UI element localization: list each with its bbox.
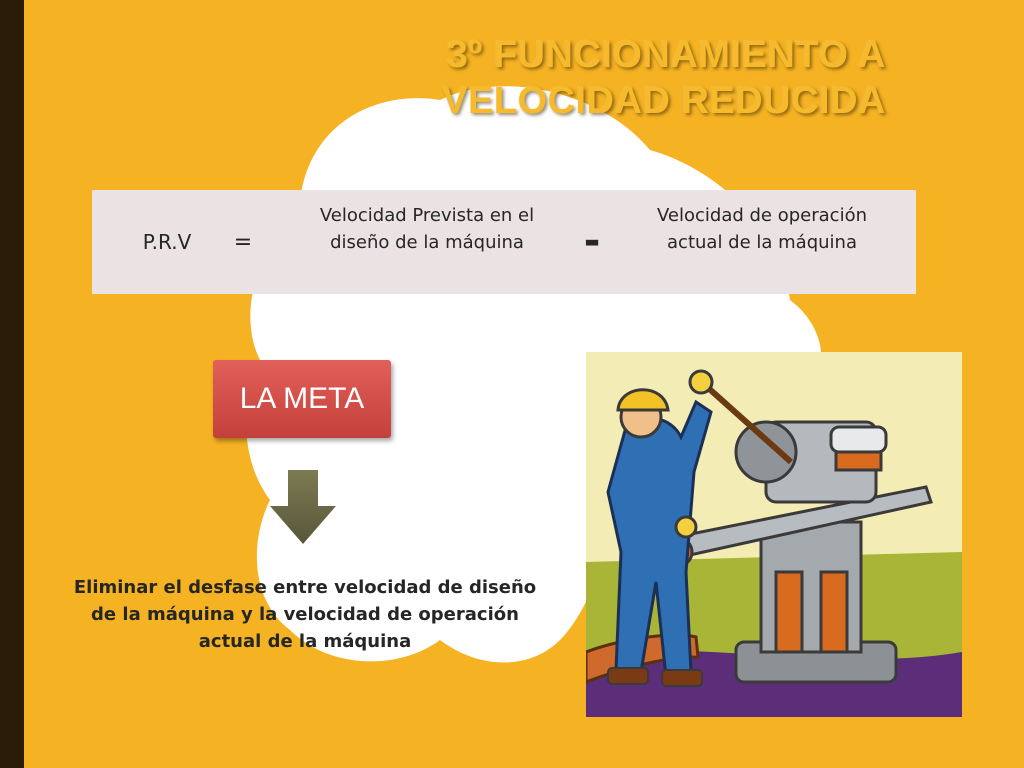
machinist-illustration — [586, 352, 962, 717]
arrow-down-icon — [270, 470, 336, 544]
slide-title-line-2: VELOCIDAD REDUCIDA — [442, 80, 886, 122]
formula-equals: = — [233, 230, 253, 255]
slide-title-line-1: 3º FUNCIONAMIENTO A — [446, 34, 886, 76]
formula-prv: P.R.V — [142, 230, 192, 254]
formula-actual-speed: Velocidad de operación actual de la máqu… — [657, 205, 867, 253]
left-accent-bar — [0, 0, 24, 768]
formula-box: P.R.V = Velocidad Prevista en el diseño … — [92, 190, 916, 294]
formula-planned-speed: Velocidad Prevista en el diseño de la má… — [319, 205, 535, 253]
formula-minus: - — [583, 218, 601, 264]
slide-title: 3º FUNCIONAMIENTO A VELOCIDAD REDUCIDA — [330, 32, 886, 124]
goal-button[interactable]: LA META — [213, 360, 391, 438]
goal-description: Eliminar el desfase entre velocidad de d… — [73, 577, 537, 652]
